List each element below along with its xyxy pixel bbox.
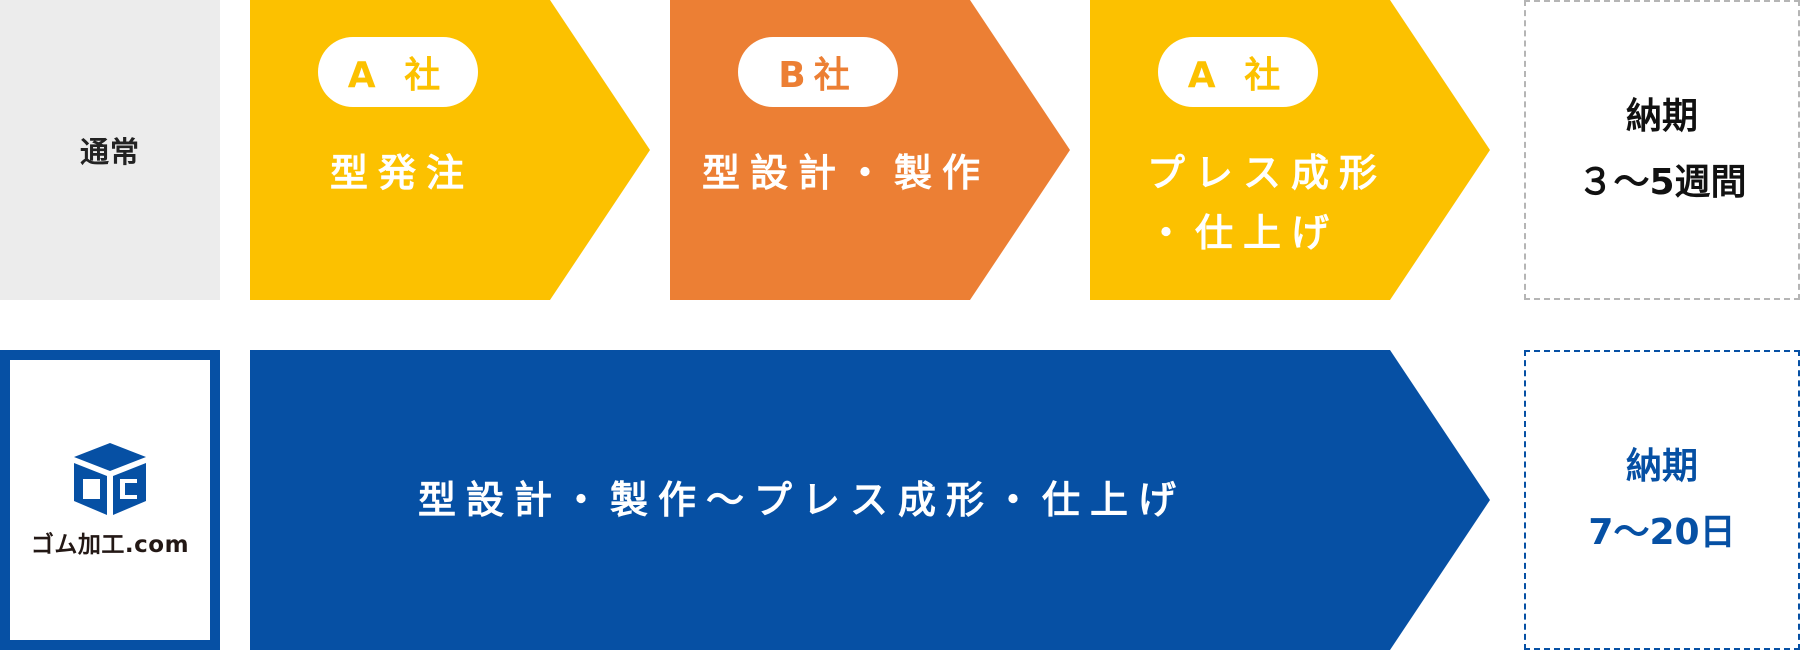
delivery-normal: 納期 ３～5週間 <box>1524 0 1800 300</box>
step-label-line1: プレス成形 <box>1147 151 1388 195</box>
row-label-normal: 通常 <box>0 0 220 300</box>
company-badge: A 社 <box>318 37 478 107</box>
delivery-label: 納期 <box>1625 446 1698 487</box>
delivery-period: 7～20日 <box>1588 512 1736 553</box>
arrow-shape <box>250 350 1490 650</box>
step-arrow-design: B社 型設計・製作 <box>670 0 1070 300</box>
delivery-period: ３～5週間 <box>1577 162 1747 203</box>
company-badge: A 社 <box>1158 37 1318 107</box>
delivery-label: 納期 <box>1625 96 1698 137</box>
delivery-gomu: 納期 7～20日 <box>1524 350 1800 650</box>
step-label: 型発注 <box>330 151 475 195</box>
step-arrow-press: A 社 プレス成形 ・仕上げ <box>1090 0 1490 300</box>
logo-text: ゴム加工.com <box>30 532 190 558</box>
step-label: 型設計・製作～プレス成形・仕上げ <box>418 478 1187 522</box>
logo-panel: ゴム加工.com <box>0 350 220 650</box>
box-logo-icon <box>74 443 146 515</box>
step-label-line2: ・仕上げ <box>1147 211 1340 255</box>
step-arrow-all-in-one: 型設計・製作～プレス成形・仕上げ <box>250 350 1490 650</box>
step-label: 型設計・製作 <box>702 151 991 195</box>
company-badge: B社 <box>738 37 898 107</box>
step-arrow-order: A 社 型発注 <box>250 0 650 300</box>
